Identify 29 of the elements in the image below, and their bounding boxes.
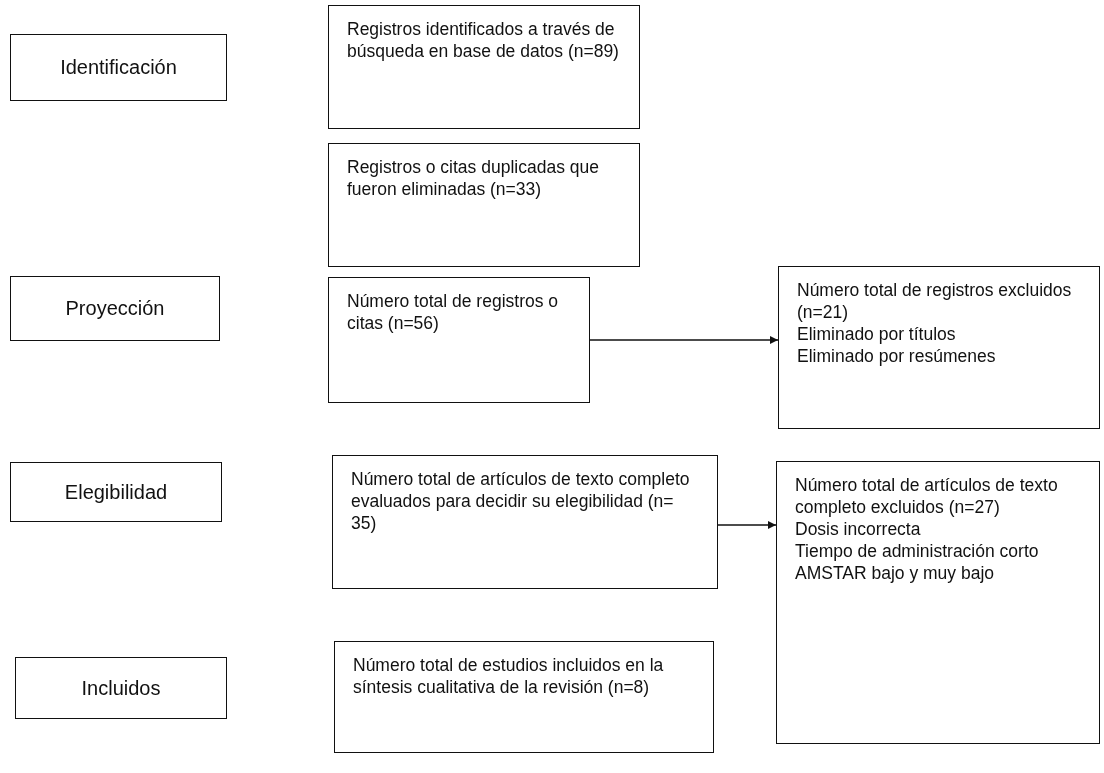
stage-label: Elegibilidad <box>64 480 168 504</box>
process-box <box>778 266 1100 429</box>
box-text: Eliminado por resúmenes <box>797 345 997 367</box>
box-text: Número total de artículos de texto completo evaluados para decidir su elegibilidad (n= 35) <box>351 468 691 534</box>
stage-box <box>10 276 220 341</box>
process-box <box>334 641 714 753</box>
stage-box <box>10 462 222 522</box>
stage-box <box>15 657 227 719</box>
process-box <box>332 455 718 589</box>
process-box <box>328 5 640 129</box>
box-text: Tiempo de administración corto <box>795 540 1040 562</box>
process-box <box>328 143 640 267</box>
box-text: Número total de registros excluidos (n=21) <box>797 279 1073 323</box>
box-text: Número total de registros o citas (n=56) <box>347 290 560 334</box>
stage-label: Incluidos <box>81 676 161 700</box>
box-text: Número total de estudios incluidos en la síntesis cualitativa de la revisión (n=8) <box>353 654 665 698</box>
box-text: AMSTAR bajo y muy bajo <box>795 562 996 584</box>
box-text: Eliminado por títulos <box>797 323 957 345</box>
arrow <box>717 521 777 529</box>
box-text: Dosis incorrecta <box>795 518 922 540</box>
box-text: Registros identificados a través de búsqueda en base de datos (n=89) <box>347 18 620 62</box>
stage-label: Identificación <box>60 56 177 79</box>
arrow <box>589 336 779 344</box>
stage-label: Proyección <box>65 297 165 320</box>
box-text: Número total de artículos de texto completo excluidos (n=27) <box>795 474 1059 518</box>
box-text: Registros o citas duplicadas que fueron eliminadas (n=33) <box>347 156 600 200</box>
process-box <box>328 277 590 403</box>
process-box <box>776 461 1100 744</box>
stage-box <box>10 34 227 101</box>
